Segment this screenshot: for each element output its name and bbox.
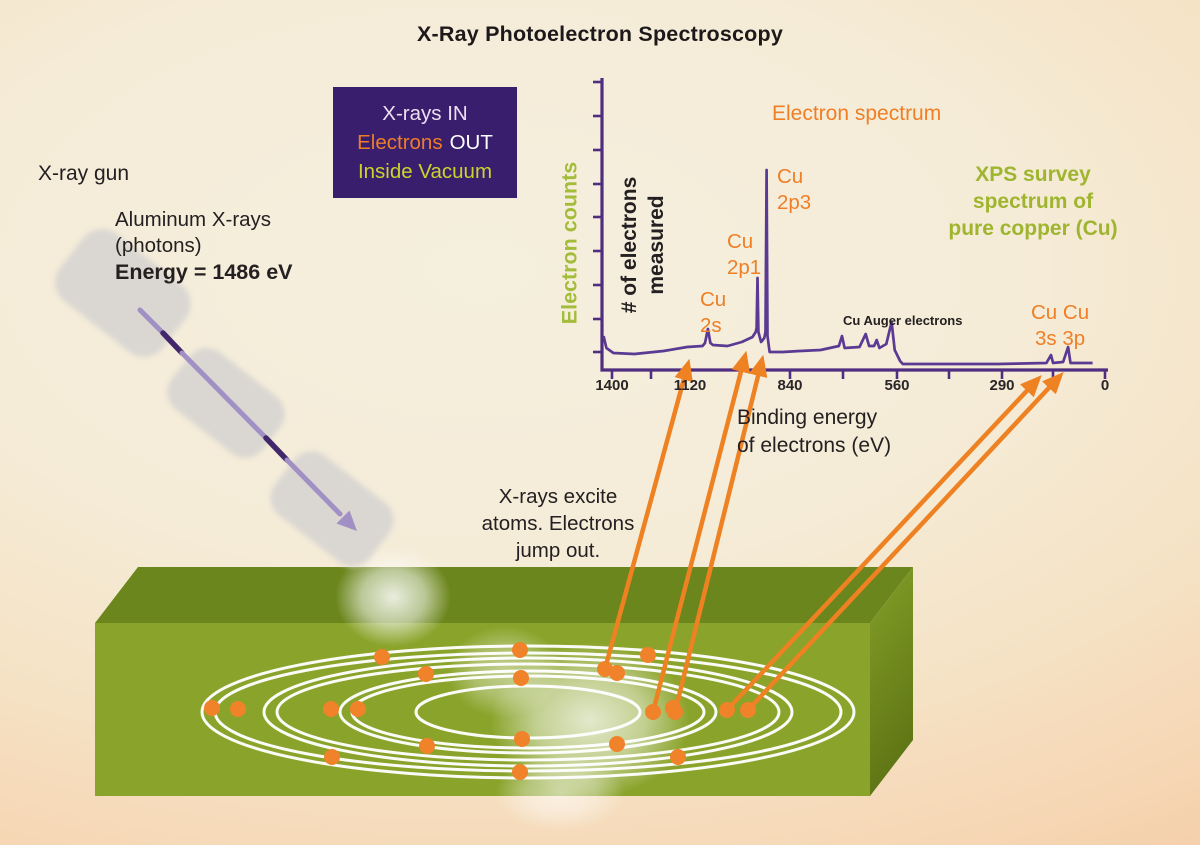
xray-gun-label: X-ray gun xyxy=(38,162,130,185)
spectrum-curve xyxy=(602,168,1093,366)
x-tick-0: 0 xyxy=(1100,377,1110,394)
emission-arrow-cu2s xyxy=(602,358,693,670)
emission-arrows xyxy=(602,350,1064,713)
peak-label-cu2p1: Cu 2p1 xyxy=(727,230,762,279)
emission-arrow-cu3p xyxy=(746,372,1064,712)
x-axis-label: Binding energy of electrons (eV) xyxy=(737,406,892,457)
x-tick-290: 290 xyxy=(989,377,1015,394)
peak-label-cu2p3: Cu 2p3 xyxy=(777,165,812,214)
aluminum-xrays-caption: Aluminum X-rays (photons) Energy = 1486 … xyxy=(115,208,293,284)
peak-label-cu2s: Cu 2s xyxy=(700,288,727,337)
y-axis-label-electron-counts: Electron counts xyxy=(557,161,582,325)
slab-right-face xyxy=(870,567,913,796)
legend-xrays-in: X-rays IN xyxy=(382,101,468,125)
emission-arrow-cu2p1 xyxy=(650,350,751,713)
electron-spectrum-label: Electron spectrum xyxy=(772,102,942,125)
peak-label-auger: Cu Auger electrons xyxy=(843,313,963,328)
page-title: X-Ray Photoelectron Spectroscopy xyxy=(416,22,783,46)
y-axis-label-electrons-measured: # of electrons measured xyxy=(618,176,668,314)
excite-caption: X-rays excite atoms. Electrons jump out. xyxy=(481,485,635,562)
electron-dots xyxy=(204,642,756,780)
legend-inside-vacuum: Inside Vacuum xyxy=(357,159,493,183)
slab-top-face xyxy=(95,567,913,623)
x-tick-560: 560 xyxy=(884,377,910,394)
xray-beam-arrow xyxy=(137,307,357,531)
energy-value: Energy = 1486 eV xyxy=(115,260,293,284)
x-tick-1400: 1400 xyxy=(595,377,629,394)
emission-arrow-cu3s xyxy=(725,375,1042,712)
emission-arrow-cu2p3 xyxy=(672,354,768,713)
xray-impact-glow xyxy=(335,547,690,831)
beam-arrowhead xyxy=(336,510,357,531)
survey-caption: XPS survey spectrum of pure copper (Cu) xyxy=(948,163,1118,240)
x-tick-1120: 1120 xyxy=(673,377,707,394)
peak-label-cu3s-3p: Cu Cu 3s 3p xyxy=(1031,301,1090,350)
x-tick-840: 840 xyxy=(777,377,803,394)
